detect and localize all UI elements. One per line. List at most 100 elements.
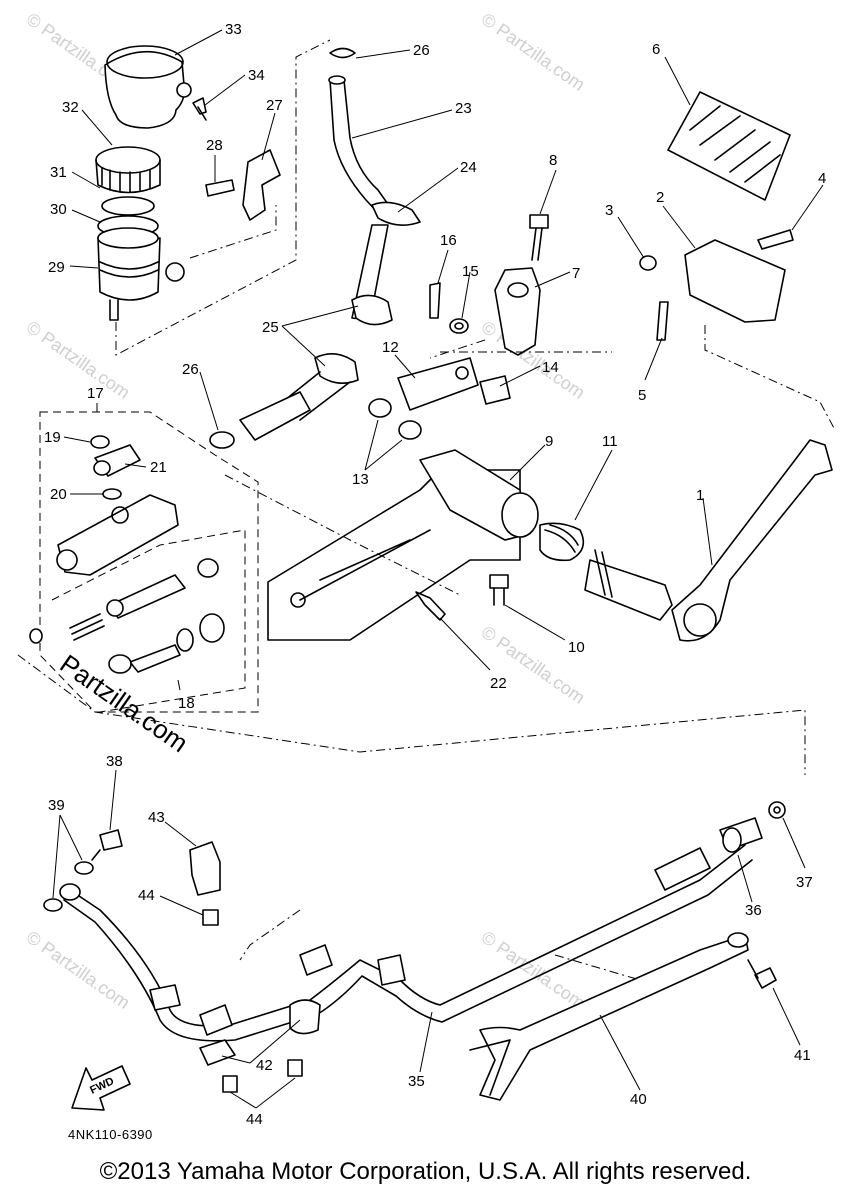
part-6-shape — [667, 91, 791, 201]
callout-labels: 33 34 32 27 28 31 30 29 26 23 24 25 26 1… — [44, 21, 826, 1128]
callout-28: 28 — [206, 137, 223, 154]
part-3-shape — [639, 255, 657, 271]
part-42-b-shape — [199, 1039, 236, 1066]
callout-26-low: 26 — [182, 361, 199, 378]
part-2-shape — [684, 239, 786, 323]
hose-assembly — [209, 47, 421, 449]
callout-20: 20 — [50, 486, 67, 503]
callout-43: 43 — [148, 809, 165, 826]
part-19-shape — [90, 435, 110, 449]
callout-42: 42 — [256, 1057, 273, 1074]
part-12-shape — [397, 357, 479, 411]
part-44-upper-shape — [202, 909, 219, 926]
part-24-shape — [371, 201, 421, 226]
part-38-shape — [99, 829, 123, 851]
callout-8: 8 — [549, 152, 557, 169]
part-44-lower-a-shape — [222, 1075, 238, 1093]
callout-5: 5 — [638, 387, 646, 404]
callout-27: 27 — [266, 97, 283, 114]
callout-34: 34 — [248, 67, 265, 84]
callout-11: 11 — [602, 433, 618, 450]
callout-25: 25 — [262, 319, 279, 336]
part-16-shape — [429, 282, 441, 319]
part-25-a-shape — [351, 294, 393, 326]
master-cylinder-kit — [29, 411, 259, 713]
part-22-shape — [415, 591, 446, 621]
part-28-shape — [205, 179, 235, 197]
callout-23: 23 — [455, 100, 472, 117]
callout-41: 41 — [794, 1047, 811, 1064]
callout-36: 36 — [745, 902, 762, 919]
watermark: © Partzilla.com — [478, 927, 589, 1013]
callout-2: 2 — [656, 189, 664, 206]
part-1-shape — [671, 439, 833, 642]
part-34-shape — [192, 97, 207, 121]
callout-33: 33 — [225, 21, 242, 38]
part-33-shape — [104, 50, 186, 129]
part-41-shape — [754, 967, 777, 989]
callout-3: 3 — [605, 202, 613, 219]
bracket-assembly — [224, 449, 585, 641]
part-23-shape — [329, 79, 393, 216]
part-39-b-shape — [43, 898, 63, 912]
watermark: © Partzilla.com — [23, 317, 134, 403]
part-14-shape — [479, 375, 511, 405]
callout-32: 32 — [62, 99, 79, 116]
callout-44-lower: 44 — [246, 1111, 263, 1128]
callout-38: 38 — [106, 753, 123, 770]
callout-9: 9 — [545, 433, 553, 450]
callout-17: 17 — [87, 385, 104, 402]
callout-24: 24 — [460, 159, 477, 176]
watermark: © Partzilla.com — [478, 622, 589, 708]
callout-13: 13 — [352, 471, 369, 488]
leader-lines — [52, 29, 824, 1109]
part-20-shape — [102, 488, 122, 500]
part-26-low-shape — [209, 431, 235, 449]
callout-19: 19 — [44, 429, 61, 446]
callout-7: 7 — [572, 265, 580, 282]
callout-22: 22 — [490, 675, 507, 692]
callout-39: 39 — [48, 797, 65, 814]
clevis-assembly — [368, 214, 612, 440]
callout-15: 15 — [462, 263, 479, 280]
part-40-shape — [479, 934, 749, 1101]
kit-17-outline — [39, 411, 259, 713]
callout-31: 31 — [50, 164, 67, 181]
part-25-b-shape — [314, 353, 359, 384]
callout-4: 4 — [818, 170, 826, 187]
callout-1: 1 — [696, 487, 704, 504]
part-15-shape — [449, 318, 469, 334]
callout-14: 14 — [542, 359, 559, 376]
callout-18: 18 — [178, 695, 195, 712]
callout-37: 37 — [796, 874, 813, 891]
callout-40: 40 — [630, 1091, 647, 1108]
part-5-shape — [656, 301, 669, 341]
callout-10: 10 — [568, 639, 585, 656]
part-37-shape — [768, 801, 786, 819]
callout-26-top: 26 — [413, 42, 430, 59]
callout-6: 6 — [652, 41, 660, 58]
part-31-shape — [101, 196, 155, 216]
pedal-assembly — [584, 91, 836, 642]
diagram-code: 4NK110-6390 — [68, 1127, 153, 1142]
part-13-a-shape — [368, 398, 392, 418]
brake-line-assembly — [43, 801, 786, 1101]
part-44-lower-b-shape — [287, 1059, 303, 1077]
part-42-a-shape — [289, 999, 321, 1035]
part-8-shape — [529, 214, 549, 229]
part-39-a-shape — [74, 861, 94, 875]
part-10-shape — [489, 574, 509, 589]
callout-29: 29 — [48, 259, 65, 276]
fwd-arrow: FWD — [71, 1065, 131, 1111]
watermark: © Partzilla.com — [23, 927, 134, 1013]
callout-44-upper: 44 — [138, 887, 155, 904]
callout-21: 21 — [150, 459, 167, 476]
callout-30: 30 — [50, 201, 67, 218]
master-cylinder-shape — [57, 494, 179, 576]
part-32-shape — [95, 146, 161, 174]
part-13-b-shape — [398, 420, 422, 440]
reservoir-assembly — [95, 39, 331, 356]
part-43-shape — [189, 841, 221, 896]
copyright-notice: ©2013 Yamaha Motor Corporation, U.S.A. A… — [99, 1158, 752, 1185]
